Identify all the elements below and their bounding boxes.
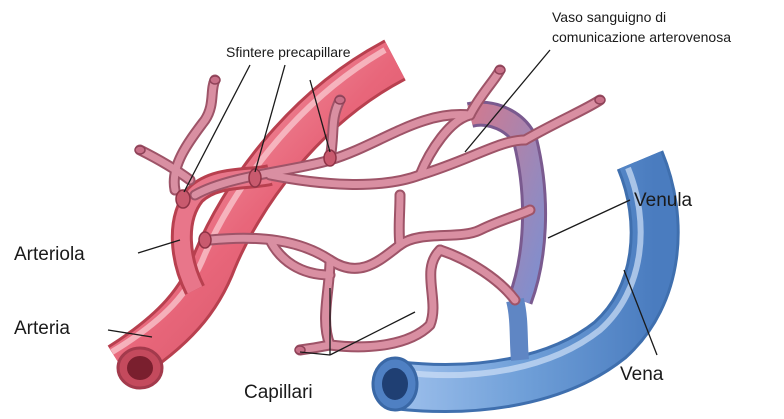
label-vaso-line2: comunicazione arterovenosa	[552, 29, 731, 45]
leader-venula	[548, 200, 630, 238]
artery-opening	[118, 348, 162, 388]
label-arteria: Arteria	[14, 318, 70, 339]
label-capillari: Capillari	[244, 382, 313, 403]
artery-vessel	[112, 50, 395, 365]
label-vena: Vena	[620, 364, 664, 385]
label-arteriola: Arteriola	[14, 244, 85, 265]
vein-opening	[373, 358, 417, 410]
label-venula: Venula	[634, 190, 693, 211]
label-sfintere: Sfintere precapillare	[226, 44, 351, 60]
label-vaso-line1: Vaso sanguigno di	[552, 9, 666, 25]
